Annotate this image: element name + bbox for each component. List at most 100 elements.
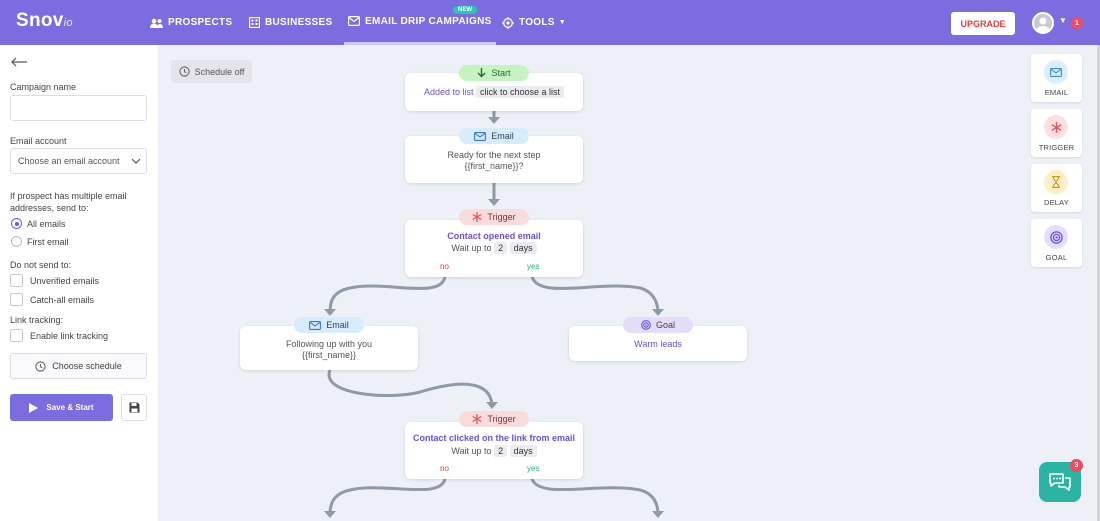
email-node-ready-line1: Ready for the next step bbox=[447, 150, 541, 160]
nav-tools[interactable]: TOOLS ▼ bbox=[502, 0, 566, 45]
email-pill: Email bbox=[294, 317, 364, 333]
mail-icon bbox=[348, 16, 360, 26]
campaign-settings-sidebar: Campaign name Email account Choose an em… bbox=[0, 45, 158, 521]
palette-email-label: EMAIL bbox=[1044, 88, 1069, 97]
email-pill-label: Email bbox=[326, 320, 349, 330]
link-tracking-label: Link tracking: bbox=[10, 315, 64, 325]
start-pill: Start bbox=[459, 65, 529, 81]
mail-icon bbox=[474, 131, 487, 141]
trigger-clicked-title: Contact clicked on the link from email bbox=[412, 433, 576, 443]
avatar[interactable] bbox=[1032, 12, 1054, 34]
first-email-radio[interactable] bbox=[11, 236, 22, 247]
first-email-label: First email bbox=[27, 237, 69, 247]
nav-tools-label: TOOLS bbox=[519, 17, 555, 28]
chevron-down-icon: ▼ bbox=[558, 19, 566, 26]
trigger-opened-days-unit[interactable]: days bbox=[509, 242, 537, 254]
trigger-clicked-days-unit[interactable]: days bbox=[509, 445, 537, 457]
trigger-opened-days-number[interactable]: 2 bbox=[494, 242, 508, 254]
nav-businesses[interactable]: BUSINESSES bbox=[249, 0, 332, 45]
do-not-send-label: Do not send to: bbox=[10, 260, 72, 270]
catch-all-emails-label: Catch-all emails bbox=[30, 295, 95, 305]
mail-icon bbox=[1044, 60, 1068, 84]
unverified-emails-label: Unverified emails bbox=[30, 276, 100, 286]
trigger-opened-title: Contact opened email bbox=[447, 231, 541, 241]
palette-email-button[interactable]: EMAIL bbox=[1031, 54, 1082, 102]
catch-all-emails-checkbox[interactable] bbox=[10, 293, 23, 306]
nav-businesses-label: BUSINESSES bbox=[265, 17, 333, 28]
save-and-start-button[interactable]: Save & Start bbox=[10, 394, 113, 421]
building-icon bbox=[249, 17, 260, 28]
email-account-label: Email account bbox=[10, 136, 67, 146]
palette-goal-button[interactable]: GOAL bbox=[1031, 219, 1082, 267]
schedule-status[interactable]: Schedule off bbox=[171, 60, 252, 83]
palette-delay-button[interactable]: DELAY bbox=[1031, 164, 1082, 212]
back-arrow-icon[interactable] bbox=[10, 57, 28, 67]
link-tracking-enable-label: Enable link tracking bbox=[30, 331, 109, 341]
logo-sub: io bbox=[63, 17, 73, 29]
people-icon bbox=[150, 18, 163, 28]
campaign-name-input[interactable] bbox=[10, 95, 147, 121]
clock-icon bbox=[35, 360, 46, 372]
floppy-disk-icon bbox=[129, 402, 139, 413]
goal-pill: Goal bbox=[623, 317, 693, 333]
palette-trigger-button[interactable]: TRIGGER bbox=[1031, 109, 1082, 157]
email-account-value: Choose an email account bbox=[18, 156, 120, 166]
trigger-pill: Trigger bbox=[459, 411, 529, 427]
palette-trigger-label: TRIGGER bbox=[1038, 143, 1075, 152]
all-emails-radio[interactable] bbox=[11, 218, 22, 229]
trigger-pill-label: Trigger bbox=[487, 212, 516, 222]
trigger-clicked-wait: Wait up to bbox=[451, 446, 492, 456]
new-badge: NEW bbox=[453, 6, 477, 14]
save-and-start-label: Save & Start bbox=[46, 403, 94, 412]
schedule-status-label: Schedule off bbox=[194, 66, 245, 77]
email-pill: Email bbox=[459, 128, 529, 144]
start-node-text: Added to list bbox=[423, 87, 474, 97]
choose-list-chip[interactable]: click to choose a list bbox=[476, 86, 565, 98]
nav-prospects[interactable]: PROSPECTS bbox=[150, 0, 232, 45]
yes-branch-label: yes bbox=[527, 262, 540, 271]
no-branch-label: no bbox=[440, 262, 449, 271]
target-icon bbox=[502, 16, 514, 29]
all-emails-label: All emails bbox=[27, 219, 66, 229]
goal-node-text: Warm leads bbox=[634, 339, 682, 349]
choose-schedule-button[interactable]: Choose schedule bbox=[10, 353, 147, 379]
trigger-node-opened[interactable]: Contact opened email Wait up to 2 days n… bbox=[405, 220, 583, 277]
start-pill-label: Start bbox=[491, 68, 511, 78]
trigger-opened-wait: Wait up to bbox=[451, 243, 492, 253]
page-scrollbar[interactable] bbox=[1097, 45, 1100, 521]
trigger-clicked-days-number[interactable]: 2 bbox=[494, 445, 508, 457]
unverified-emails-checkbox[interactable] bbox=[10, 274, 23, 287]
hourglass-icon bbox=[1044, 170, 1068, 194]
nav-email-drip-campaigns[interactable]: EMAIL DRIP CAMPAIGNS bbox=[344, 0, 496, 45]
target-icon bbox=[1044, 225, 1068, 249]
email-node-followup[interactable]: Following up with you {{first_name}} bbox=[240, 326, 418, 370]
choose-schedule-label: Choose schedule bbox=[52, 361, 122, 371]
play-icon bbox=[29, 402, 39, 413]
save-draft-button[interactable] bbox=[121, 394, 147, 421]
link-tracking-checkbox[interactable] bbox=[10, 329, 23, 342]
target-icon bbox=[641, 320, 651, 330]
nav-prospects-label: PROSPECTS bbox=[168, 17, 233, 28]
snov-logo[interactable]: Snovio bbox=[16, 10, 73, 32]
no-branch-label: no bbox=[440, 464, 449, 473]
chat-notification-badge: 3 bbox=[1070, 459, 1083, 472]
trigger-pill: Trigger bbox=[459, 209, 529, 225]
notification-badge[interactable]: 1 bbox=[1071, 17, 1083, 29]
trigger-pill-label: Trigger bbox=[487, 414, 516, 424]
top-navigation-bar: Snovio PROSPECTS BUSINESSES EMAIL DRIP C… bbox=[0, 0, 1100, 45]
nav-email-drip-label: EMAIL DRIP CAMPAIGNS bbox=[365, 15, 492, 27]
account-dropdown-icon[interactable]: ▼ bbox=[1059, 16, 1067, 25]
asterisk-icon bbox=[1044, 115, 1068, 139]
logo-text: Snov bbox=[16, 10, 64, 31]
asterisk-icon bbox=[472, 414, 483, 424]
clock-icon bbox=[178, 66, 190, 77]
upgrade-button[interactable]: UPGRADE bbox=[951, 12, 1015, 35]
campaign-name-label: Campaign name bbox=[10, 82, 77, 92]
email-node-ready-line2: {{first_name}}? bbox=[464, 161, 524, 171]
mail-icon bbox=[309, 320, 322, 330]
email-account-select[interactable]: Choose an email account bbox=[10, 148, 147, 174]
chat-bubbles-icon bbox=[1049, 473, 1071, 491]
palette-goal-label: GOAL bbox=[1045, 253, 1068, 262]
trigger-node-clicked[interactable]: Contact clicked on the link from email W… bbox=[405, 422, 583, 479]
